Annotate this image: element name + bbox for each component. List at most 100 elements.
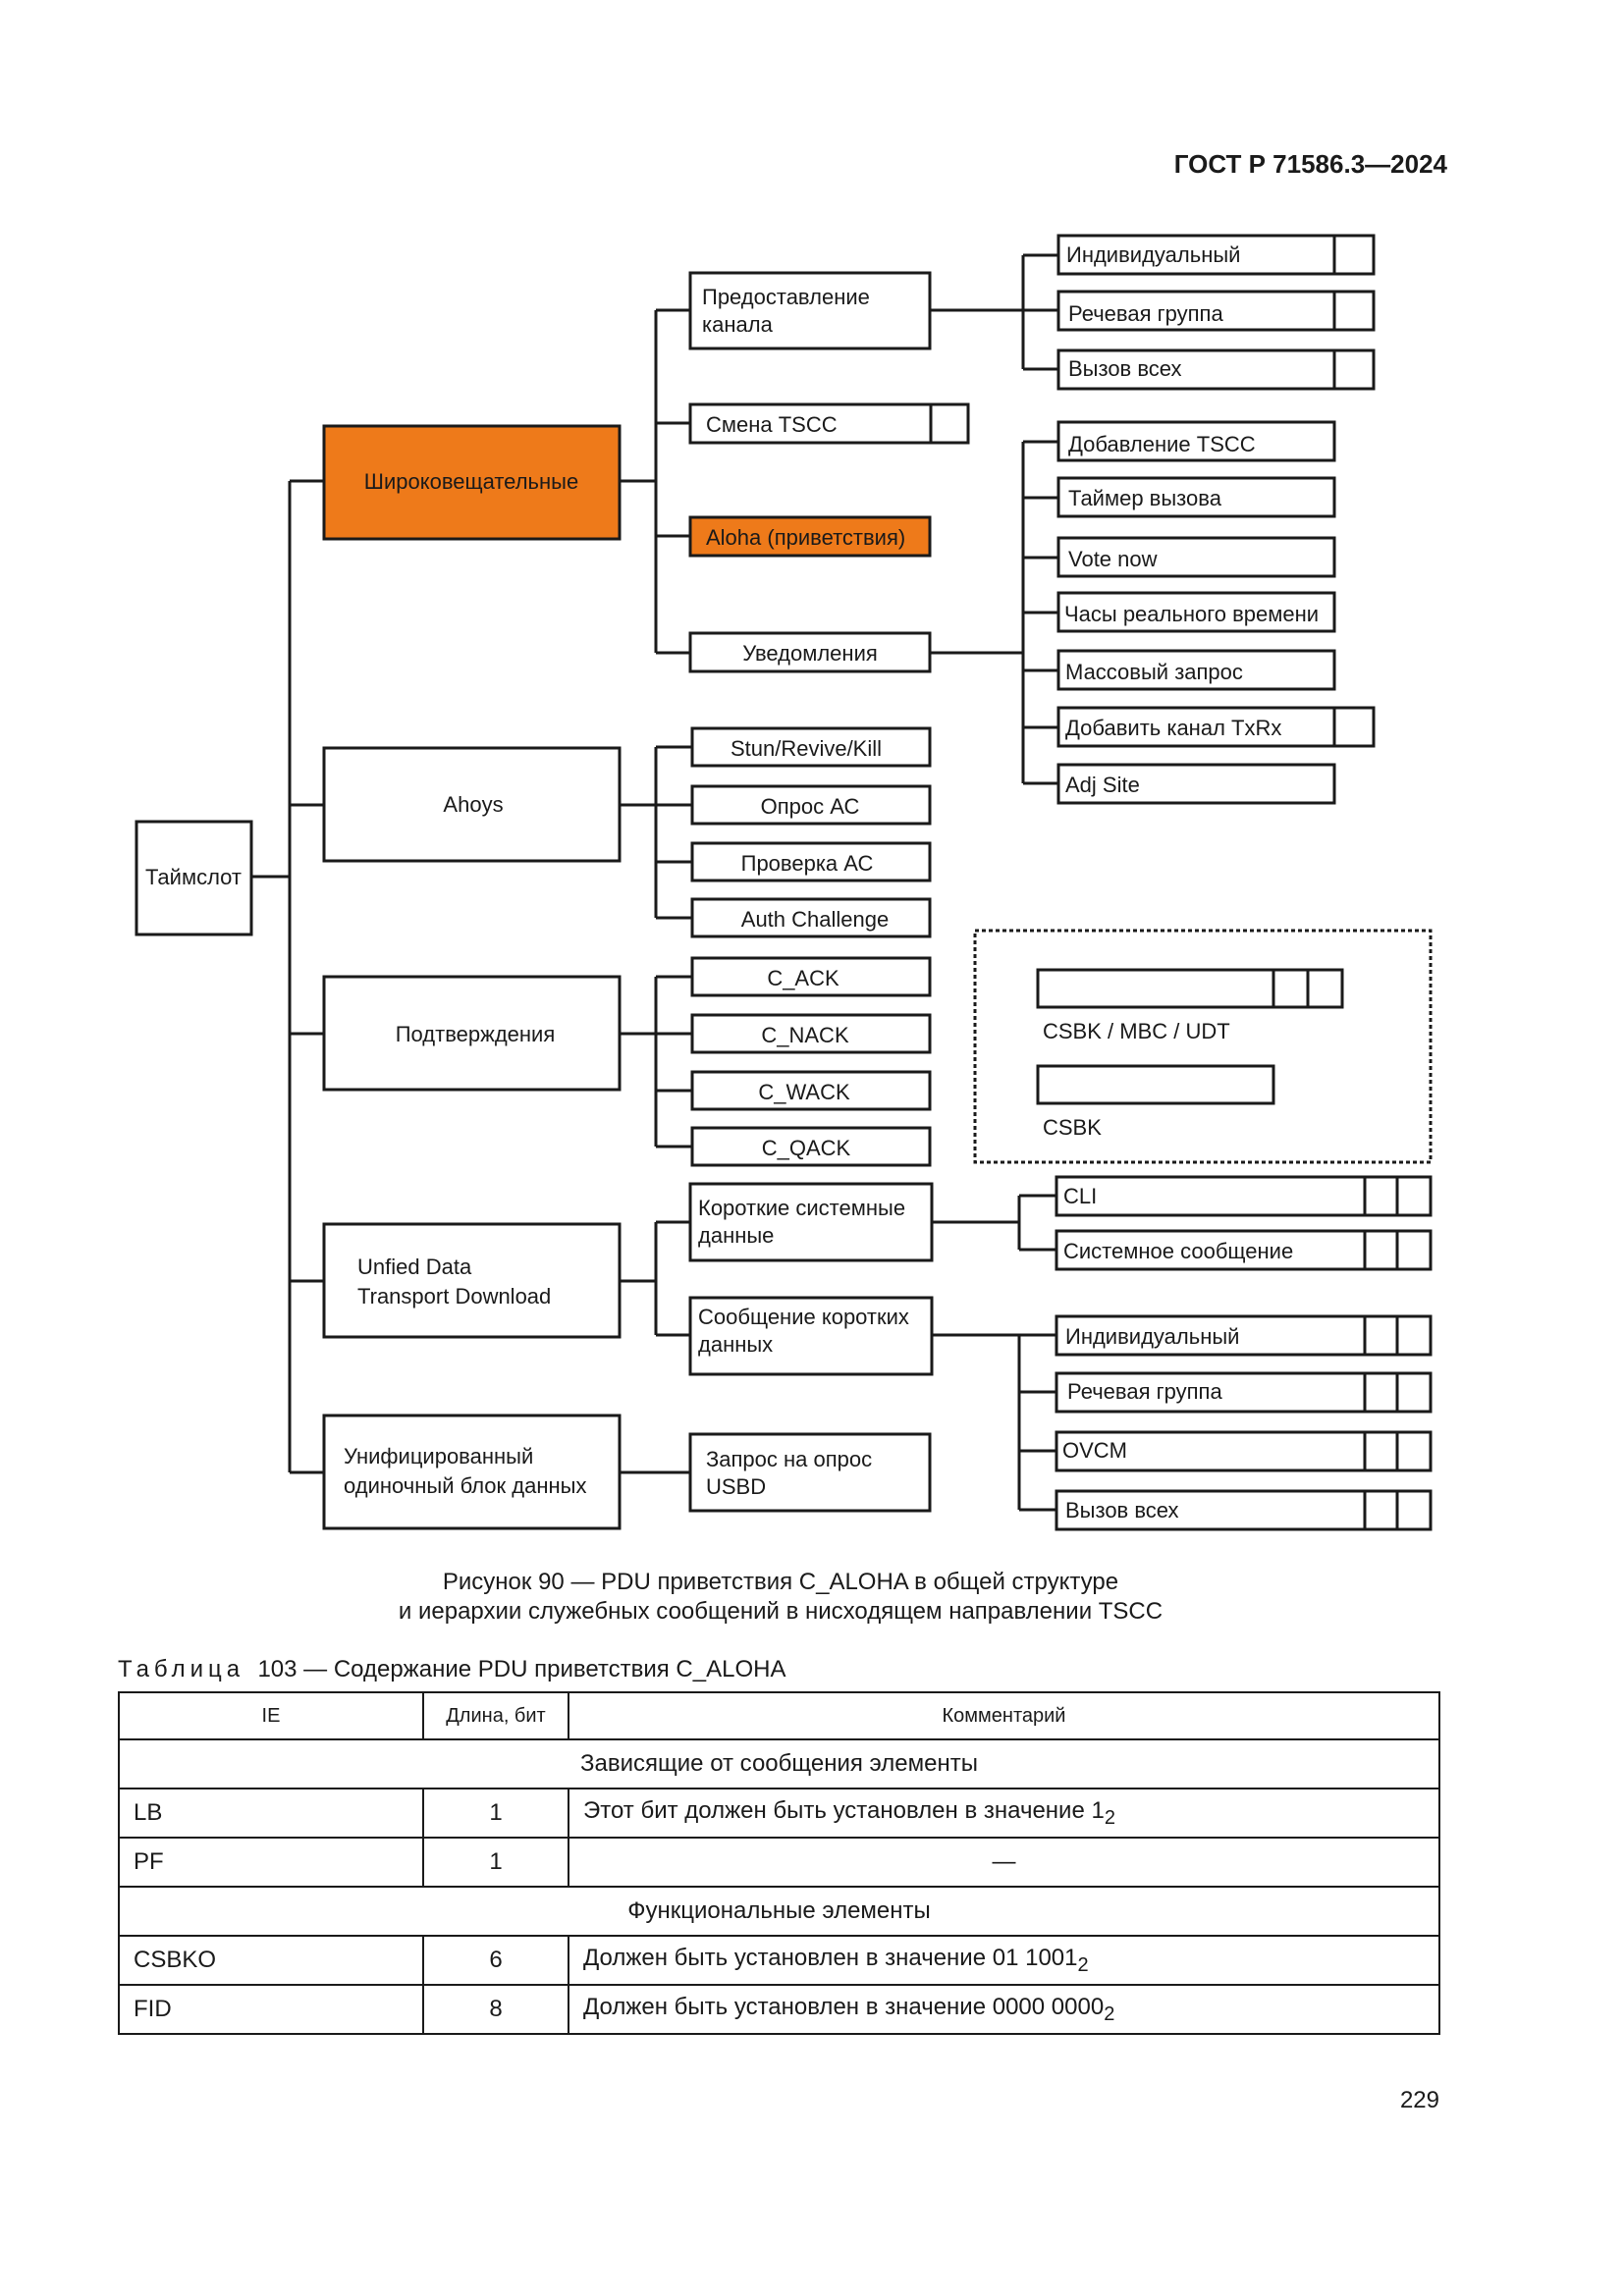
ovcm-node: OVCM (1055, 1430, 1433, 1472)
document-id: ГОСТ Р 71586.3—2024 (1173, 149, 1447, 179)
svg-text:USBD: USBD (706, 1474, 766, 1499)
table-title: Таблица 103 — Содержание PDU приветствия… (118, 1656, 785, 1683)
legend-box: CSBK / MBC / UDT CSBK (973, 929, 1433, 1164)
vote-now-node: Vote now (1056, 536, 1336, 578)
svg-text:Индивидуальный: Индивидуальный (1066, 242, 1240, 267)
stun-revive-kill-node: Stun/Revive/Kill (690, 726, 932, 768)
svg-text:канала: канала (702, 312, 774, 337)
comment-subscript: 2 (1104, 1806, 1115, 1829)
usbd-poll-request-node: Запрос на опрос USBD (688, 1432, 932, 1513)
svg-text:Предоставление: Предоставление (702, 285, 870, 309)
svg-text:данные: данные (698, 1223, 774, 1248)
comment-text: Этот бит должен быть установлен в значен… (583, 1796, 1105, 1824)
cli-node: CLI (1055, 1175, 1433, 1217)
svg-text:Речевая группа: Речевая группа (1067, 1379, 1222, 1404)
talkgroup-2-node: Речевая группа (1055, 1371, 1433, 1414)
all-call-2-node: Вызов всех (1055, 1489, 1433, 1531)
short-system-data-node: Короткие системные данные (688, 1182, 934, 1262)
c-qack-node: C_QACK (690, 1126, 932, 1167)
legend-csbk-label: CSBK (1043, 1115, 1102, 1140)
c-ack-node: C_ACK (690, 956, 932, 997)
svg-text:Stun/Revive/Kill: Stun/Revive/Kill (731, 736, 882, 761)
c-wack-node: C_WACK (690, 1070, 932, 1111)
page-number: 229 (1399, 2087, 1439, 2113)
svg-text:Вызов всех: Вызов всех (1068, 356, 1182, 381)
mass-query-node: Массовый запрос (1056, 649, 1336, 691)
comment-cell: Этот бит должен быть установлен в значен… (568, 1788, 1440, 1839)
svg-text:OVCM: OVCM (1062, 1438, 1127, 1463)
svg-text:C_QACK: C_QACK (762, 1136, 851, 1160)
header-comment: Комментарий (568, 1691, 1440, 1740)
usbd-node: Унифицированный одиночный блок данных (322, 1414, 622, 1530)
auth-challenge-node: Auth Challenge (690, 897, 932, 938)
all-call-node: Вызов всех (1056, 348, 1376, 391)
svg-text:Уведомления: Уведомления (742, 641, 878, 666)
tscc-change-node: Смена TSCC (688, 402, 970, 445)
table-row: FID 8 Должен быть установлен в значение … (118, 1984, 1440, 2035)
table-title-prefix: Таблица (118, 1656, 245, 1682)
svg-text:Вызов всех: Вызов всех (1065, 1498, 1179, 1522)
aloha-node: Aloha (приветствия) (688, 515, 932, 558)
timeslot-node: Таймслот (135, 820, 253, 936)
svg-text:данных: данных (698, 1332, 773, 1357)
svg-text:C_WACK: C_WACK (758, 1080, 850, 1104)
svg-text:Добавить канал TxRx: Добавить канал TxRx (1065, 716, 1281, 740)
svg-text:одиночный блок данных: одиночный блок данных (344, 1473, 586, 1498)
message-hierarchy-diagram: Таймслот Широковещательные Ahoys Подтвер… (135, 234, 1433, 1531)
svg-text:Vote now: Vote now (1068, 547, 1158, 571)
svg-text:CLI: CLI (1063, 1184, 1097, 1208)
svg-text:Aloha (приветствия): Aloha (приветствия) (706, 525, 905, 550)
svg-text:Запрос на опрос: Запрос на опрос (706, 1447, 872, 1471)
ie-cell: FID (118, 1984, 424, 2035)
svg-text:Подтверждения: Подтверждения (396, 1022, 556, 1046)
table-row: PF 1 — (118, 1837, 1440, 1888)
svg-text:Широковещательные: Широковещательные (364, 469, 578, 494)
svg-text:Системное сообщение: Системное сообщение (1063, 1239, 1293, 1263)
ie-cell: PF (118, 1837, 424, 1888)
svg-text:Массовый запрос: Массовый запрос (1065, 660, 1243, 684)
length-cell: 1 (422, 1788, 569, 1839)
comment-cell: Должен быть установлен в значение 0000 0… (568, 1984, 1440, 2035)
comment-cell: — (568, 1837, 1440, 1888)
table-header-row: IE Длина, бит Комментарий (118, 1691, 1440, 1740)
comment-text: Должен быть установлен в значение 01 100… (583, 1944, 1078, 1971)
svg-text:Ahoys: Ahoys (443, 792, 503, 817)
comment-subscript: 2 (1077, 1953, 1089, 1976)
header-length: Длина, бит (422, 1691, 569, 1740)
short-data-message-node: Сообщение коротких данных (688, 1296, 934, 1376)
udt-node: Unfied Data Transport Download (322, 1222, 622, 1339)
individual-node: Индивидуальный (1056, 234, 1376, 276)
comment-cell: Должен быть установлен в значение 01 100… (568, 1935, 1440, 1986)
svg-text:C_NACK: C_NACK (761, 1023, 849, 1047)
notifications-node: Уведомления (688, 631, 932, 673)
header-ie: IE (118, 1691, 424, 1740)
acknowledgements-node: Подтверждения (322, 975, 622, 1092)
section-label: Функциональные элементы (118, 1886, 1440, 1937)
svg-text:Таймслот: Таймслот (145, 865, 242, 889)
svg-text:Добавление TSCC: Добавление TSCC (1068, 432, 1256, 456)
svg-text:Unfied Data: Unfied Data (357, 1255, 472, 1279)
svg-text:Проверка АС: Проверка АС (741, 851, 874, 876)
svg-text:Речевая группа: Речевая группа (1068, 301, 1223, 326)
section-label: Зависящие от сообщения элементы (118, 1738, 1440, 1789)
aloha-pdu-table: IE Длина, бит Комментарий Зависящие от с… (118, 1691, 1440, 2035)
table-row: LB 1 Этот бит должен быть установлен в з… (118, 1788, 1440, 1839)
svg-text:Унифицированный: Унифицированный (344, 1444, 533, 1468)
add-tscc-node: Добавление TSCC (1056, 420, 1336, 462)
talkgroup-node: Речевая группа (1056, 290, 1376, 332)
svg-text:Adj Site: Adj Site (1065, 773, 1140, 797)
adj-site-node: Adj Site (1056, 763, 1336, 805)
svg-text:C_ACK: C_ACK (767, 966, 839, 990)
figure-caption-line-1: Рисунок 90 — PDU приветствия C_ALOHA в о… (442, 1569, 1119, 1595)
svg-text:Auth Challenge: Auth Challenge (741, 907, 889, 932)
system-message-node: Системное сообщение (1055, 1229, 1433, 1271)
table-title-text: 103 — Содержание PDU приветствия C_ALOHA (257, 1656, 786, 1682)
comment-subscript: 2 (1104, 2002, 1115, 2025)
figure-caption-line-2: и иерархии служебных сообщений в нисходя… (398, 1598, 1164, 1625)
svg-text:Короткие системные: Короткие системные (698, 1196, 905, 1220)
ms-check-node: Проверка АС (690, 841, 932, 882)
svg-text:Опрос АС: Опрос АС (761, 794, 860, 819)
table-row: CSBKO 6 Должен быть установлен в значени… (118, 1935, 1440, 1986)
legend-csbk-mbc-udt-label: CSBK / MBC / UDT (1043, 1019, 1230, 1043)
svg-text:Смена TSCC: Смена TSCC (706, 412, 838, 437)
